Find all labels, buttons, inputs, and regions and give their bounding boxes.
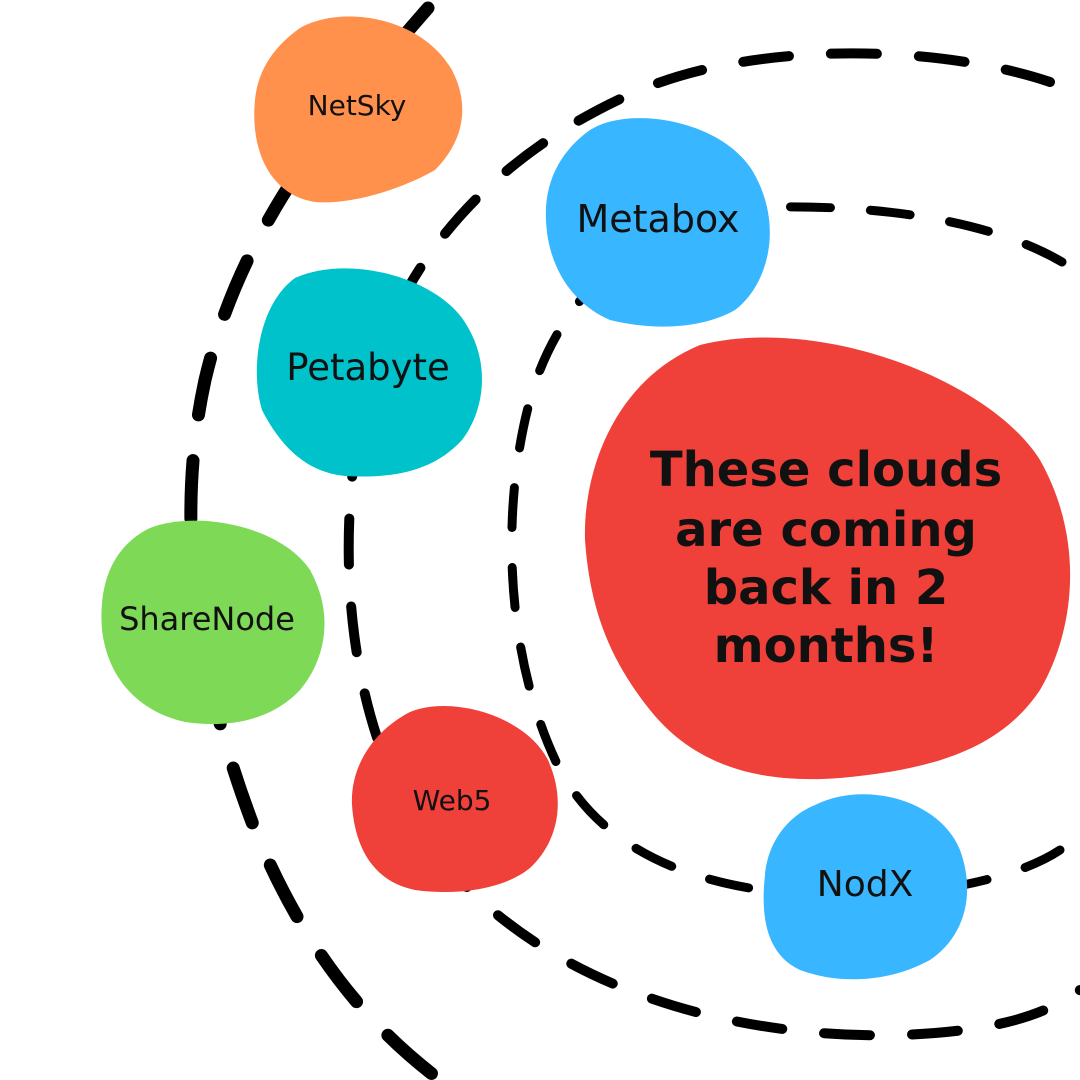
metabox-label: Metabox: [576, 197, 739, 241]
web5-label: Web5: [413, 784, 492, 817]
center-blob: [584, 337, 1071, 780]
netsky-blob: [254, 16, 463, 203]
middle-orbit-ring: [343, 48, 1080, 1041]
center-text-line-2: are coming: [675, 502, 977, 558]
petabyte-label: Petabyte: [286, 346, 450, 389]
sharenode-blob: [101, 520, 325, 725]
node-web5: Web5: [351, 705, 558, 893]
metabox-blob: [545, 118, 770, 327]
center-text-line-1: These clouds: [650, 442, 1002, 498]
center-message: These clouds are coming back in 2 months…: [584, 337, 1071, 780]
web5-blob: [351, 705, 558, 893]
nodx-blob: [763, 794, 968, 980]
center-text-line-3: back in 2: [704, 560, 949, 616]
netsky-label: NetSky: [308, 89, 407, 122]
node-sharenode: ShareNode: [101, 520, 325, 725]
node-netsky: NetSky: [254, 16, 463, 203]
petabyte-blob: [256, 268, 482, 477]
center-text-line-4: months!: [714, 618, 939, 674]
node-nodx: NodX: [763, 794, 968, 980]
nodx-label: NodX: [817, 864, 913, 905]
node-petabyte: Petabyte: [256, 268, 482, 477]
sharenode-label: ShareNode: [119, 600, 295, 638]
node-metabox: Metabox: [545, 118, 770, 327]
